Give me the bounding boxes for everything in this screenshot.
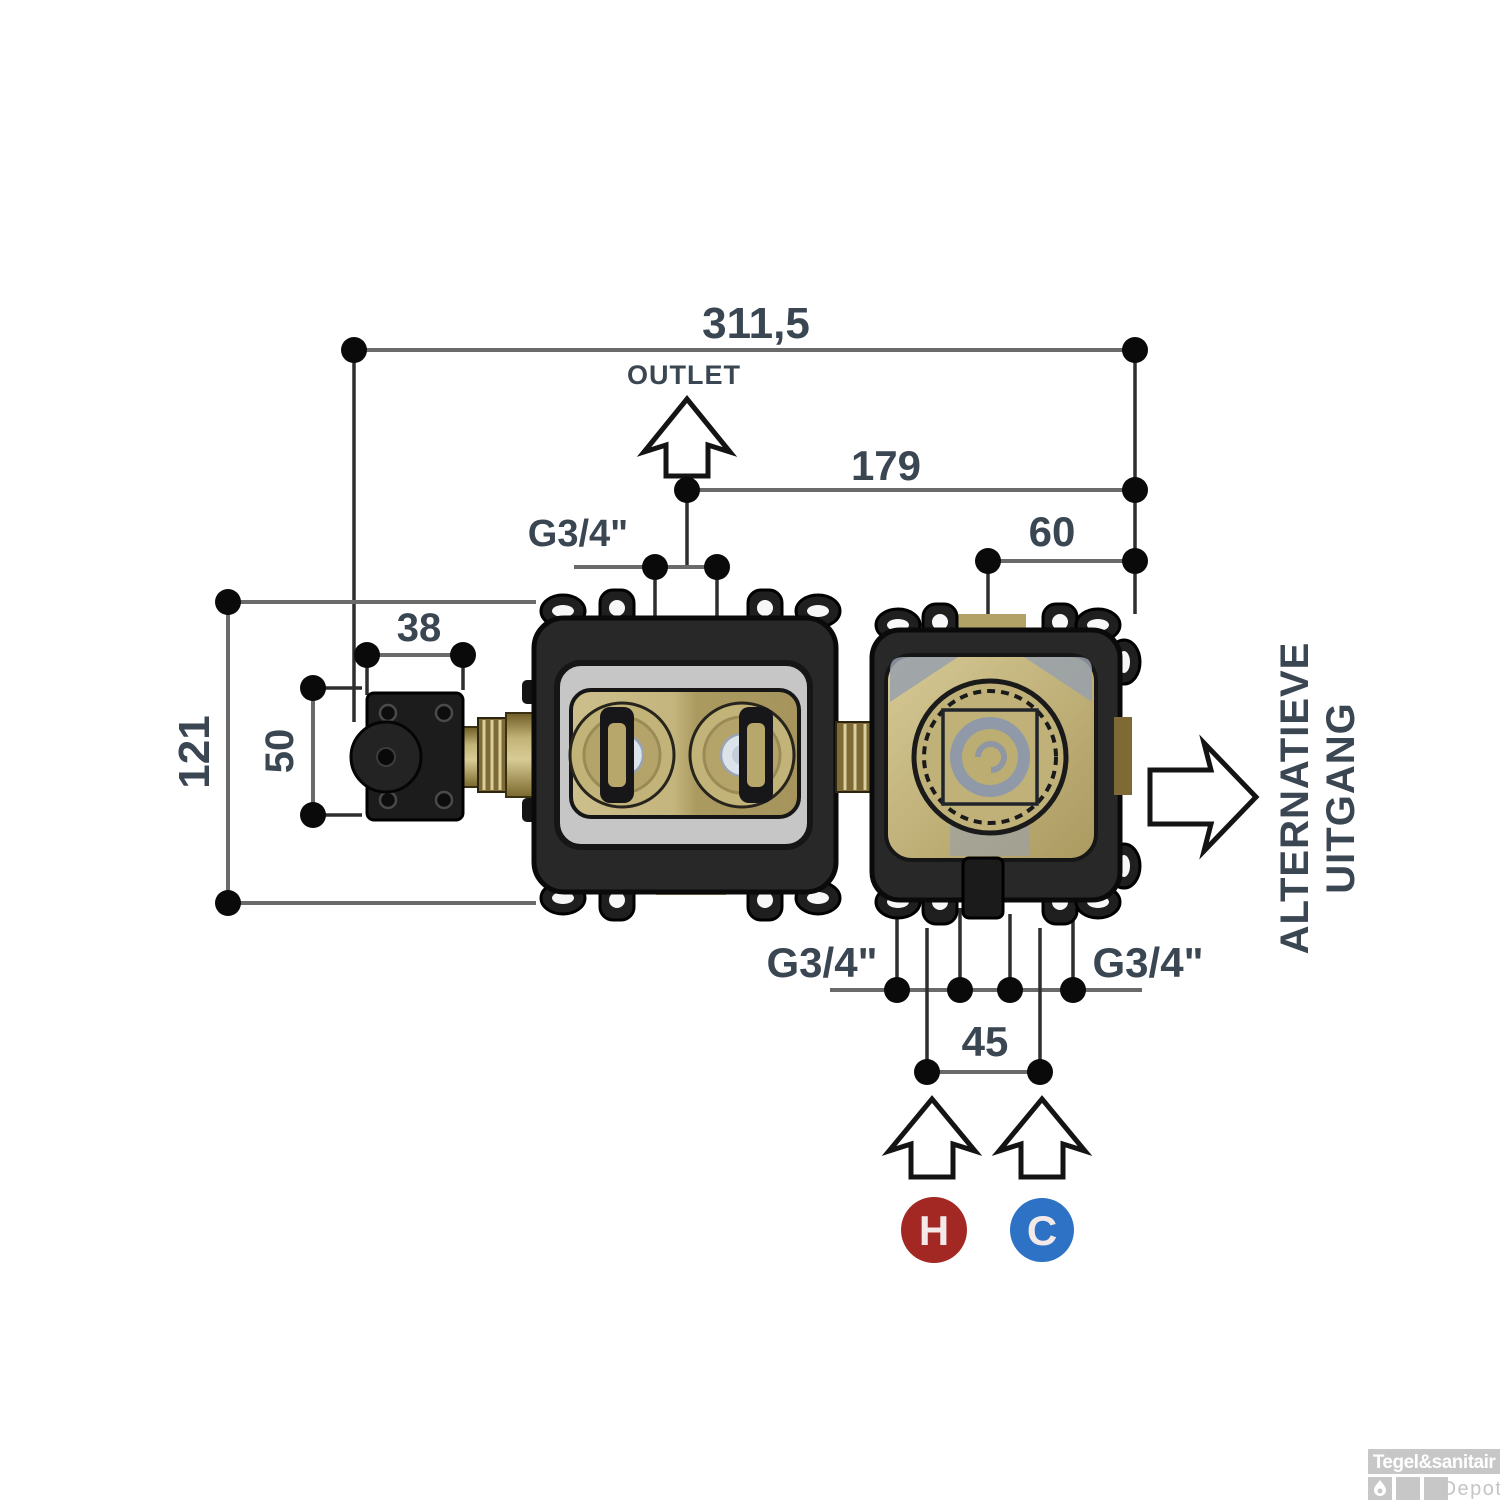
lug-hole (552, 892, 574, 904)
cold-inlet-arrow-icon (991, 1095, 1093, 1180)
right-valve-body (869, 602, 1142, 926)
dimension-endpoint-dot (215, 589, 241, 615)
left-valve-body (522, 588, 842, 922)
dimension-endpoint-dot (674, 477, 700, 503)
port-dot (997, 977, 1023, 1003)
alt-outlet-label-line2: UITGANG (1319, 702, 1363, 893)
dimension-endpoint-dot (914, 1059, 940, 1085)
outlet-offset-value: 179 (851, 442, 921, 489)
dimension-outlet-offset: 179 (674, 442, 1148, 567)
watermark-brand: Tegel&sanitair (1373, 1452, 1497, 1473)
lug-hole (609, 600, 625, 616)
port-dot (642, 554, 668, 580)
thread-labels-bottom: G3/4" G3/4" (767, 908, 1204, 1003)
screw-hole (434, 790, 454, 810)
pipe-union (505, 712, 537, 798)
dimension-body-height: 121 (170, 589, 536, 916)
dimension-endpoint-dot (1122, 548, 1148, 574)
cold-label: C (1027, 1207, 1057, 1254)
outlet-annotation: OUTLET (627, 360, 741, 479)
port-dot (1060, 977, 1086, 1003)
dimension-endpoint-dot (300, 675, 326, 701)
body-height-value: 121 (170, 715, 219, 788)
bottom-stub (961, 856, 1005, 920)
dimension-endpoint-dot (1027, 1059, 1053, 1085)
watermark: Tegel&sanitair Depot (1368, 1449, 1500, 1500)
screw-hole (434, 703, 454, 723)
lug-hole (1052, 614, 1068, 630)
watermark-sub: Depot (1442, 1478, 1500, 1500)
dimension-endpoint-dot (341, 337, 367, 363)
hot-inlet: H (881, 1095, 983, 1263)
slot-bracket-window (608, 723, 626, 787)
alternative-outlet-arrow-icon (1147, 734, 1260, 860)
alt-outlet-label-line1: ALTERNATIEVE (1273, 642, 1317, 955)
slot-bracket-window (747, 723, 765, 787)
stop-valve-width-value: 38 (397, 606, 442, 650)
dimension-endpoint-dot (215, 890, 241, 916)
left-stop-valve (349, 691, 537, 822)
port-dot (884, 977, 910, 1003)
dimension-stop-valve-width: 38 (354, 606, 476, 695)
screw-hole (378, 790, 398, 810)
water-drop-hole (1377, 1488, 1383, 1494)
thread-bottom-left-value: G3/4" (767, 939, 878, 986)
hot-inlet-arrow-icon (881, 1095, 983, 1180)
stop-valve-height-value: 50 (258, 729, 302, 774)
dimension-stop-valve-height: 50 (258, 675, 362, 828)
lug-hole (757, 892, 773, 908)
lug-hole (807, 605, 829, 617)
dimension-endpoint-dot (1122, 337, 1148, 363)
valve-assembly (349, 588, 1142, 926)
watermark-box (1396, 1477, 1420, 1500)
thread-label-top: G3/4" (528, 513, 730, 645)
hot-indicator (901, 1197, 967, 1263)
brass-side-port (1114, 717, 1132, 795)
watermark-bar (1368, 1449, 1500, 1474)
lug-hole (609, 892, 625, 908)
hot-label: H (919, 1207, 949, 1254)
dimension-overall-width: 311,5 (341, 299, 1148, 722)
outlet-arrow-icon (636, 395, 738, 479)
diverter-center (962, 729, 1018, 785)
lug-hole (807, 892, 829, 904)
inlet-spacing-value: 45 (962, 1018, 1009, 1065)
diverter-swirl (975, 741, 1007, 773)
screw-hole (378, 703, 398, 723)
knob-center-hole (376, 747, 396, 767)
cold-indicator (1010, 1198, 1074, 1262)
dimension-inlet-spacing: 45 (914, 928, 1053, 1085)
diverter-square-guide (941, 708, 1039, 806)
outlet-label: OUTLET (627, 360, 741, 390)
watermark-box (1424, 1477, 1448, 1500)
lug-hole (757, 600, 773, 616)
port-dot (704, 554, 730, 580)
dimension-endpoint-dot (1122, 477, 1148, 503)
dimension-right-port-offset: 60 (975, 508, 1148, 622)
dimension-endpoint-dot (300, 802, 326, 828)
right-port-offset-value: 60 (1029, 508, 1076, 555)
cold-inlet: C (991, 1095, 1093, 1262)
plate-corner-shade (1024, 657, 1092, 702)
port-dot (947, 977, 973, 1003)
thread-top-value: G3/4" (528, 513, 628, 555)
dimension-endpoint-dot (450, 642, 476, 668)
dimension-endpoint-dot (354, 642, 380, 668)
lug-hole (552, 605, 574, 617)
alternative-outlet-annotation: ALTERNATIEVE UITGANG (1147, 642, 1363, 955)
plate-corner-shade (890, 657, 958, 702)
thread-bottom-right-value: G3/4" (1093, 939, 1204, 986)
lug-hole (932, 614, 948, 630)
dimension-endpoint-dot (975, 548, 1001, 574)
water-drop-icon (1374, 1480, 1386, 1496)
diverter-thread-ring (922, 689, 1058, 825)
connector-pipe (835, 721, 875, 793)
overall-width-value: 311,5 (702, 299, 810, 348)
